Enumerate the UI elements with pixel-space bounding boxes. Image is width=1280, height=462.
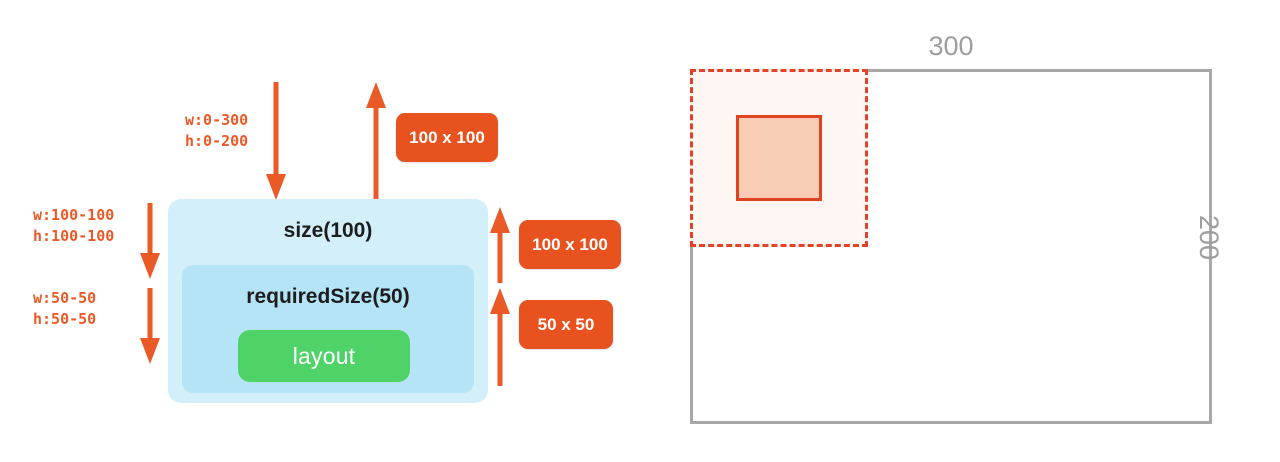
right-panel: 300 200	[660, 0, 1280, 462]
arrow-down-icon-size-to-required	[140, 203, 160, 279]
badge-result-outgoing: 100 x 100	[396, 113, 498, 162]
dimension-label-height: 200	[1194, 215, 1224, 261]
layout-node[interactable]: layout	[238, 330, 410, 382]
arrow-down-icon-required-to-layout	[140, 288, 160, 364]
layout-node-label: layout	[292, 342, 356, 369]
constraint-label-required-to-layout: w:50-50 h:50-50	[33, 289, 97, 328]
arrow-up-icon-measured-inner	[490, 288, 510, 386]
arrow-up-icon-measured-outer	[490, 207, 510, 283]
badge-label: 50 x 50	[537, 315, 595, 334]
required-size-box-title: requiredSize(50)	[246, 285, 410, 308]
badge-label: 100 x 100	[532, 235, 608, 254]
constraint-label-incoming-top: w:0-300 h:0-200	[185, 111, 249, 150]
badge-label: 100 x 100	[409, 128, 485, 147]
dimension-label-width: 300	[928, 31, 974, 61]
size-box-title: size(100)	[283, 219, 373, 242]
badge-result-size: 100 x 100	[519, 220, 621, 269]
left-panel: w:0-300 h:0-200 w:100-100 h:100-100 w:50…	[33, 82, 621, 403]
arrow-down-icon-incoming	[266, 82, 286, 200]
badge-result-required-size: 50 x 50	[519, 300, 613, 349]
laid-out-square	[736, 115, 822, 201]
constraint-label-size-to-required: w:100-100 h:100-100	[33, 206, 115, 245]
arrow-up-icon-outgoing	[366, 82, 386, 200]
